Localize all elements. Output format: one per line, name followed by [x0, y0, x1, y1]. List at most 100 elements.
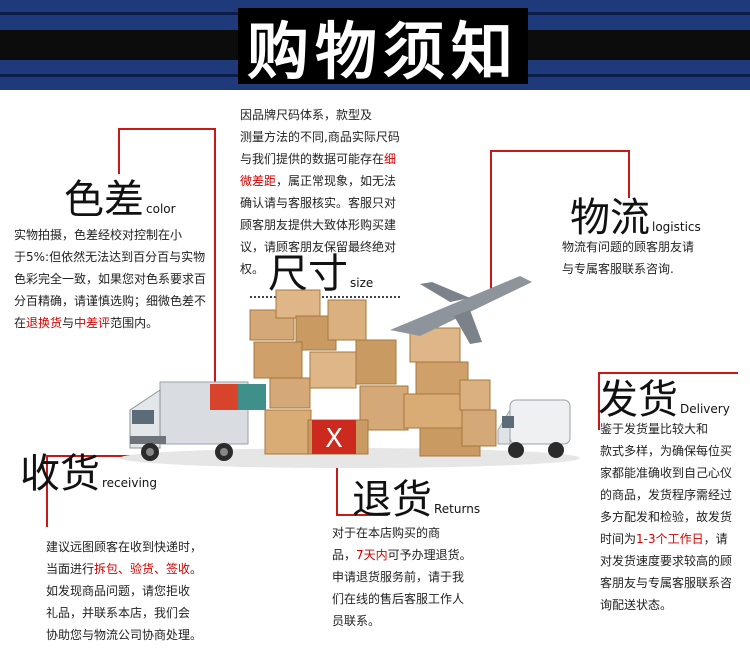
highlight-text: 拆包、验货、签收	[94, 562, 191, 576]
text-run: 建议远图顾客在收到快递时，	[46, 540, 203, 554]
text-run: 议，请顾客朋友保留最终绝对	[240, 240, 397, 254]
color-text: 实物拍摄，色差经校对控制在小于5%:但依然无法达到百分百与实物色彩完全一致，如果…	[14, 224, 219, 334]
color-heading-zh: 色差	[64, 177, 144, 223]
text-run: ，请	[703, 532, 728, 546]
connector-line	[118, 128, 120, 174]
text-run: 如发现商品问题，请您拒收	[46, 584, 191, 598]
receiving-heading-zh: 收货	[20, 451, 100, 497]
text-line: 实物拍摄，色差经校对控制在小	[14, 224, 219, 246]
text-run: 款式多样，为确保每位买	[600, 444, 733, 458]
marked-box: X	[312, 420, 356, 454]
text-run: 与我们提供的数据可能存在	[240, 152, 385, 166]
page-title: 购物须知	[246, 15, 519, 88]
returns-heading-en: Returns	[434, 502, 481, 516]
text-line: 与我们提供的数据可能存在细	[240, 148, 410, 170]
text-run: 当面进行	[46, 562, 95, 576]
text-line: 如发现商品问题，请您拒收	[46, 580, 226, 602]
receiving-text: 建议远图顾客在收到快递时，当面进行拆包、验货、签收。如发现商品问题，请您拒收礼品…	[46, 536, 226, 646]
red-box	[210, 384, 238, 410]
text-line: 对发货速度要求较高的顾	[600, 550, 748, 572]
text-run: 多方配发和检验，故发货	[600, 510, 733, 524]
highlight-text: 7天内	[356, 548, 388, 562]
text-line: 与专属客服联系咨询.	[562, 258, 742, 280]
teal-box	[238, 384, 266, 410]
text-run: 范围内。	[110, 316, 159, 330]
text-run: 测量方法的不同,商品实际尺码	[240, 130, 400, 144]
receiving-heading: 收货 receiving	[20, 452, 157, 496]
connector-line	[490, 150, 630, 152]
dotted-divider	[250, 296, 400, 298]
text-run: 因品牌尺码体系，款型及	[240, 108, 373, 122]
connector-line	[598, 372, 600, 430]
shipping-illustration: X	[120, 276, 580, 468]
text-run: 于5%:但依然无法达到百分百与实物	[14, 250, 206, 264]
text-line: 时间为1-3个工作日，请	[600, 528, 748, 550]
text-line: 申请退货服务前，请于我	[332, 566, 492, 588]
connector-line	[336, 514, 388, 516]
connector-line	[118, 128, 216, 130]
color-heading-en: color	[146, 202, 176, 216]
highlight-text: 退换货	[26, 316, 63, 330]
van-icon	[497, 399, 571, 458]
text-line: 测量方法的不同,商品实际尺码	[240, 126, 410, 148]
text-run: 的商品，发货程序需经过	[600, 488, 733, 502]
connector-line	[46, 455, 130, 457]
color-heading: 色差 color	[64, 178, 176, 222]
text-line: 鉴于发货量比较大和	[600, 418, 748, 440]
text-line: 们在线的售后客服工作人	[332, 588, 492, 610]
logistics-heading: 物流 logistics	[570, 196, 701, 240]
text-run: 询配送状态。	[600, 598, 673, 612]
receiving-heading-en: receiving	[102, 476, 158, 490]
text-run: 品，	[332, 548, 357, 562]
size-heading-zh: 尺寸	[268, 251, 348, 297]
text-run: 协助您与物流公司协商处理。	[46, 628, 203, 642]
text-run: 与	[62, 316, 75, 330]
text-run: 客朋友与专属客服联系咨	[600, 576, 733, 590]
connector-line	[214, 128, 216, 388]
text-line: 询配送状态。	[600, 594, 748, 616]
text-line: 客朋友与专属客服联系咨	[600, 572, 748, 594]
text-line: 多方配发和检验，故发货	[600, 506, 748, 528]
text-run: ，属正常现象，如无法	[276, 174, 397, 188]
text-run: 家都能准确收到自己心仪	[600, 466, 733, 480]
connector-line	[628, 150, 630, 198]
connector-line	[490, 150, 492, 290]
text-line: 于5%:但依然无法达到百分百与实物	[14, 246, 219, 268]
text-run: 在	[14, 316, 27, 330]
text-run: 时间为	[600, 532, 637, 546]
text-line: 员联系。	[332, 610, 492, 632]
text-run: 可予办理退货。	[387, 548, 472, 562]
returns-heading: 退货 Returns	[352, 478, 480, 522]
text-run: 员联系。	[332, 614, 381, 628]
text-line: 的商品，发货程序需经过	[600, 484, 748, 506]
text-run: 鉴于发货量比较大和	[600, 422, 709, 436]
returns-heading-zh: 退货	[352, 477, 432, 523]
size-text: 因品牌尺码体系，款型及测量方法的不同,商品实际尺码与我们提供的数据可能存在细微差…	[240, 104, 410, 280]
text-run: 对发货速度要求较高的顾	[600, 554, 733, 568]
size-heading-en: size	[350, 276, 374, 290]
highlight-text: 细	[384, 152, 397, 166]
text-line: 因品牌尺码体系，款型及	[240, 104, 410, 126]
logistics-heading-zh: 物流	[570, 195, 650, 241]
logistics-text: 物流有问题的顾客朋友请与专属客服联系咨询.	[562, 236, 742, 280]
text-line: 款式多样，为确保每位买	[600, 440, 748, 462]
logistics-heading-en: logistics	[652, 220, 701, 234]
delivery-heading-en: Delivery	[680, 402, 730, 416]
delivery-text: 鉴于发货量比较大和款式多样，为确保每位买家都能准确收到自己心仪的商品，发货程序需…	[600, 418, 748, 616]
airplane-icon	[390, 276, 532, 344]
cardboard-boxes	[249, 289, 497, 457]
text-run: 确认请与客服核实。客服只对	[240, 196, 397, 210]
text-run: 礼品，并联系本店，我们会	[46, 606, 191, 620]
text-line: 在退换货与中差评范围内。	[14, 312, 219, 334]
connector-line	[336, 460, 338, 516]
text-run: 申请退货服务前，请于我	[332, 570, 465, 584]
text-line: 礼品，并联系本店，我们会	[46, 602, 226, 624]
text-run: 物流有问题的顾客朋友请	[562, 240, 695, 254]
delivery-heading-zh: 发货	[598, 377, 678, 423]
text-run: 顾客朋友提供大致体形购买建	[240, 218, 397, 232]
text-run: 实物拍摄，色差经校对控制在小	[14, 228, 183, 242]
title-box: 购物须知	[238, 8, 528, 88]
text-line: 权。	[240, 258, 410, 280]
text-line: 色彩完全一致，如果您对色系要求百	[14, 268, 219, 290]
text-line: 协助您与物流公司协商处理。	[46, 624, 226, 646]
